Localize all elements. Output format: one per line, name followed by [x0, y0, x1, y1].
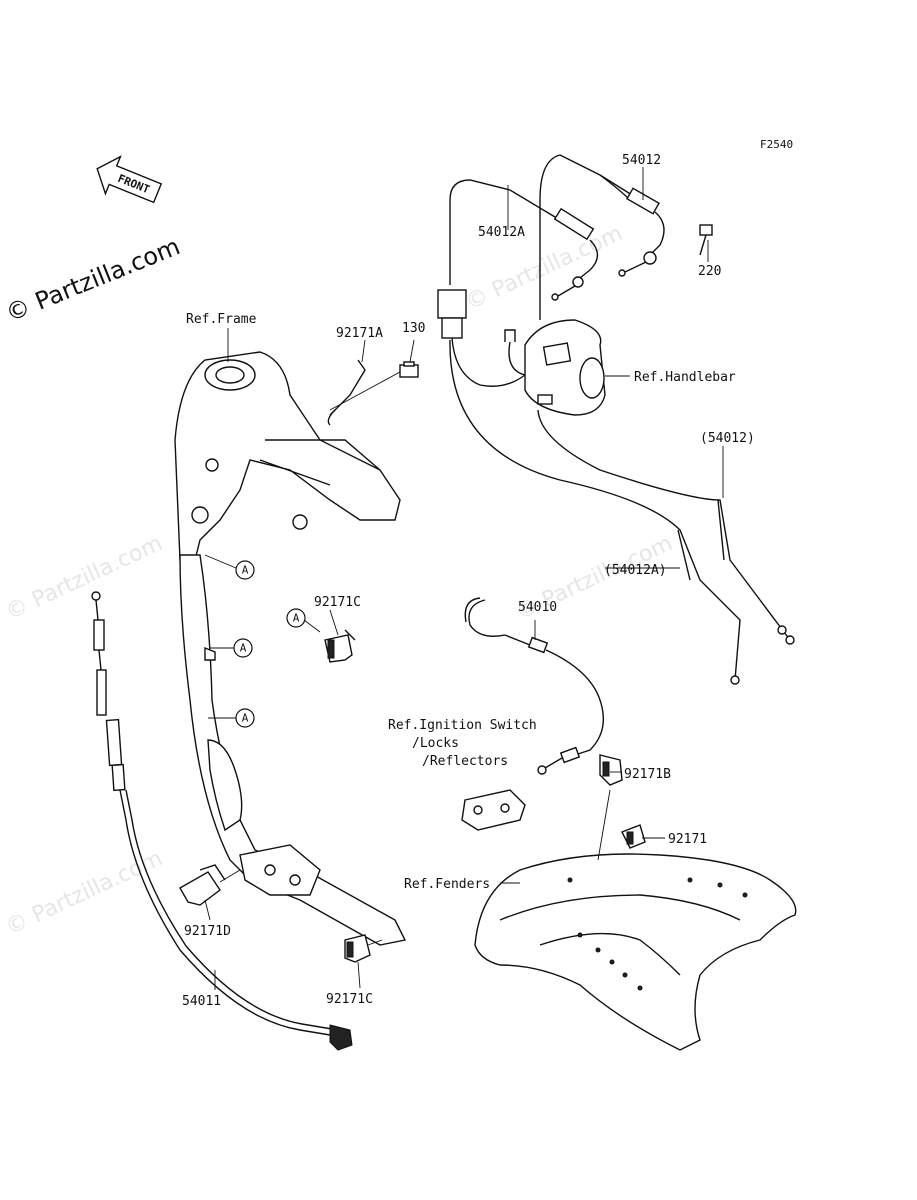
label-54012A-paren[interactable]: (54012A): [604, 563, 667, 578]
ignition-switch-bracket: [461, 789, 526, 831]
svg-text:A: A: [240, 642, 247, 655]
svg-text:A: A: [293, 612, 300, 625]
label-54012-paren[interactable]: (54012): [700, 431, 755, 446]
label-54011[interactable]: 54011: [182, 994, 221, 1009]
callout-a-3: A: [208, 708, 255, 728]
label-ref-fenders[interactable]: Ref.Fenders: [404, 877, 490, 892]
callout-a-2: A: [204, 638, 253, 661]
wiring-connector: [437, 289, 526, 387]
throttle-cable-54012A-lower[interactable]: [449, 339, 741, 685]
label-ref-handlebar[interactable]: Ref.Handlebar: [634, 370, 736, 385]
fender-assembly: [474, 853, 797, 1051]
partzilla-logo: © Partzilla.com: [2, 232, 184, 327]
label-ref-reflectors[interactable]: /Reflectors: [422, 754, 508, 769]
watermark-2: © Partzilla.com: [2, 531, 166, 625]
throttle-cable-54012A[interactable]: [449, 179, 599, 301]
label-54012A[interactable]: 54012A: [478, 225, 525, 240]
label-ref-ignition-switch[interactable]: Ref.Ignition Switch: [388, 718, 537, 733]
label-92171D[interactable]: 92171D: [184, 924, 231, 939]
handlebar-switch-housing: [504, 319, 606, 416]
svg-text:A: A: [242, 712, 249, 725]
label-54012[interactable]: 54012: [622, 153, 661, 168]
label-92171C-top[interactable]: 92171C: [314, 595, 361, 610]
clamp-92171[interactable]: [621, 824, 646, 849]
clamp-92171C-top[interactable]: [324, 629, 356, 663]
label-92171B[interactable]: 92171B: [624, 767, 671, 782]
cable-54011[interactable]: [91, 591, 353, 1051]
label-92171C-bottom[interactable]: 92171C: [326, 992, 373, 1007]
clamp-92171D[interactable]: [179, 864, 241, 906]
bolt-130-icon[interactable]: [329, 361, 419, 411]
label-ref-frame[interactable]: Ref.Frame: [186, 312, 257, 327]
part-labels: 54012 54012A 220 Ref.Handlebar Ref.Frame…: [182, 153, 755, 1009]
throttle-cable-54012-lower[interactable]: [537, 409, 795, 645]
label-ref-locks[interactable]: /Locks: [412, 736, 459, 751]
bolt-220-icon[interactable]: [699, 224, 713, 256]
clamp-92171A[interactable]: [327, 359, 366, 426]
leader-lines: [204, 167, 724, 990]
label-130[interactable]: 130: [402, 321, 425, 336]
label-54010[interactable]: 54010: [518, 600, 557, 615]
callout-a-4: A: [286, 608, 321, 633]
clamp-92171C-bottom[interactable]: [344, 934, 383, 963]
svg-text:A: A: [242, 564, 249, 577]
label-220[interactable]: 220: [698, 264, 721, 279]
front-arrow-icon: FRONT: [96, 155, 163, 204]
callout-a-1: A: [204, 554, 255, 580]
diagram-code: F2540: [760, 138, 793, 151]
label-92171[interactable]: 92171: [668, 832, 707, 847]
clamp-92171B[interactable]: [599, 754, 623, 786]
throttle-cable-54012[interactable]: [539, 154, 665, 320]
label-92171A[interactable]: 92171A: [336, 326, 383, 341]
frame-assembly: [174, 351, 407, 946]
cable-54010[interactable]: [464, 597, 604, 775]
